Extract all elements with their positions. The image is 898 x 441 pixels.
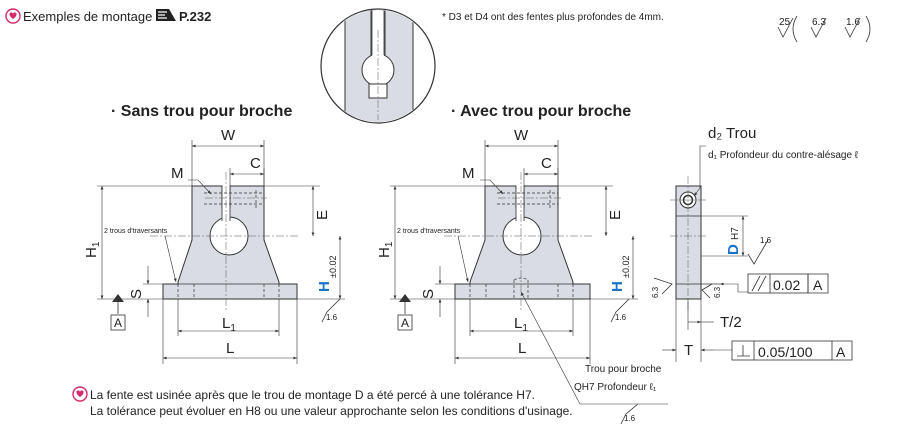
roughness-check-icon bbox=[747, 239, 769, 265]
roughness-6-3-right: 6.3 bbox=[713, 286, 722, 298]
paren-close bbox=[865, 15, 871, 43]
datum-A-box bbox=[110, 314, 126, 331]
two-through-holes-label: 2 trous d'traversants bbox=[104, 228, 168, 235]
dim-D-tolerance: H7 bbox=[730, 227, 741, 240]
roughness-check-icon bbox=[620, 403, 639, 425]
parallelism-icon bbox=[751, 275, 767, 292]
dim-H-tolerance: ±0.02 bbox=[328, 256, 338, 278]
dim-M: M bbox=[462, 165, 475, 182]
dim-C: C bbox=[250, 155, 261, 172]
front-view-with-pin: W C M E H1 2 trous d'traversants H ±0.02… bbox=[376, 127, 668, 425]
note-line-1: La fente est usinée après que le trou de… bbox=[90, 388, 535, 402]
dim-H: H bbox=[609, 281, 626, 292]
tip-icon bbox=[5, 8, 21, 24]
dim-H1: H1 bbox=[83, 241, 102, 258]
perpendicularity-value: 0.05/100 bbox=[758, 344, 813, 360]
view-title-with-pin: · Avec trou pour broche bbox=[451, 103, 631, 120]
dim-L: L bbox=[518, 340, 526, 357]
roughness-check-icon bbox=[701, 283, 713, 299]
datum-A: A bbox=[114, 316, 122, 330]
roughness-check-icon bbox=[610, 298, 630, 323]
parallelism-datum: A bbox=[813, 277, 823, 293]
datum-A-box bbox=[397, 314, 413, 331]
dim-H-tolerance: ±0.02 bbox=[621, 256, 631, 278]
dim-S: S bbox=[420, 289, 437, 299]
dim-E: E bbox=[314, 210, 331, 220]
dim-S: S bbox=[128, 289, 145, 299]
roughness-check-icon bbox=[321, 298, 341, 323]
roughness-6-3-left: 6.3 bbox=[651, 286, 660, 298]
page-ref-icon[interactable] bbox=[156, 9, 176, 21]
parallelism-value: 0.02 bbox=[773, 277, 800, 293]
surface-roughness-symbols: 25 6.3 1.6 bbox=[777, 15, 871, 43]
dim-L: L bbox=[226, 340, 234, 357]
roughness-value-25: 25 bbox=[779, 17, 791, 28]
roughness-check-icon bbox=[844, 17, 861, 38]
page-ref-link[interactable]: P.232 bbox=[179, 9, 211, 24]
view-title-without-pin: · Sans trou pour broche bbox=[111, 103, 292, 120]
roughness-value-6-3: 6.3 bbox=[812, 17, 826, 28]
perpendicularity-icon bbox=[737, 345, 750, 357]
slot-detail-view bbox=[320, 8, 436, 124]
roughness-1-6: 1.6 bbox=[615, 313, 627, 322]
roughness-check-icon bbox=[810, 17, 827, 38]
roughness-check-icon bbox=[653, 277, 673, 295]
counterbore-d2-label: d₂ Trou bbox=[708, 125, 756, 142]
front-view-without-pin: W C M E H1 2 trous d'traversants H ±0.02… bbox=[83, 127, 345, 364]
paren-open bbox=[792, 15, 798, 43]
slot-footnote: * D3 et D4 ont des fentes plus profondes… bbox=[442, 12, 664, 23]
dim-L1: L1 bbox=[514, 315, 528, 334]
counterbore-depth-label: d₁ Profondeur du contre-alésage ℓ bbox=[708, 150, 859, 161]
tip-icon bbox=[72, 386, 88, 402]
note-line-2: La tolérance peut évoluer en H8 ou une v… bbox=[90, 404, 573, 418]
side-view: d₂ Trou d₁ Profondeur du contre-alésage … bbox=[651, 125, 859, 362]
dim-W: W bbox=[514, 127, 529, 144]
dim-T: T bbox=[684, 342, 693, 359]
dim-H: H bbox=[316, 281, 333, 292]
roughness-value-1-6: 1.6 bbox=[846, 17, 860, 28]
pin-hole-depth-label: QH7 Profondeur ℓ₁ bbox=[574, 382, 657, 393]
two-through-holes-label: 2 trous d'traversants bbox=[397, 228, 461, 235]
dim-H1: H1 bbox=[376, 241, 395, 258]
pin-hole-label: Trou pour broche bbox=[585, 364, 662, 375]
roughness-1-6: 1.6 bbox=[760, 236, 772, 245]
perpendicularity-datum: A bbox=[836, 344, 846, 360]
datum-A: A bbox=[401, 316, 409, 330]
perpendicularity-frame bbox=[731, 340, 833, 361]
roughness-1-6: 1.6 bbox=[326, 313, 338, 322]
dim-D: D bbox=[725, 244, 742, 255]
dim-T-half: T/2 bbox=[720, 314, 742, 331]
dim-E: E bbox=[607, 210, 624, 220]
mounting-examples-label: Exemples de montage bbox=[23, 9, 152, 24]
dim-M: M bbox=[171, 165, 184, 182]
roughness-1-6: 1.6 bbox=[624, 414, 636, 423]
roughness-check-icon bbox=[777, 17, 794, 38]
dim-C: C bbox=[541, 155, 552, 172]
dim-W: W bbox=[221, 127, 236, 144]
dim-L1: L1 bbox=[222, 315, 236, 334]
